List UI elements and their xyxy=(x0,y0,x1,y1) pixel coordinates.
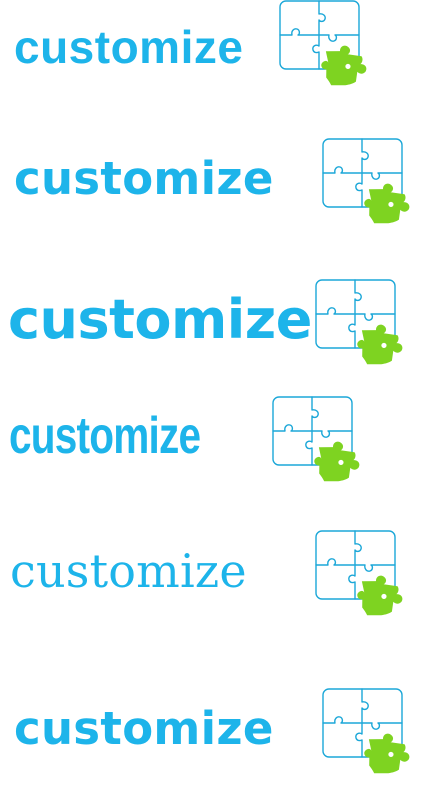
puzzle-pieces-icon xyxy=(315,279,423,379)
puzzle-pieces-icon xyxy=(279,0,389,100)
customize-wordmark: customize xyxy=(14,21,244,73)
puzzle-pieces-icon xyxy=(272,396,382,496)
logo-variant-5: customize xyxy=(0,530,423,625)
logo-variant-2: customize xyxy=(0,138,423,233)
customize-wordmark: customize xyxy=(9,407,201,465)
logo-variant-6: customize xyxy=(0,688,423,780)
logo-variant-4: customize xyxy=(0,396,423,491)
logo-variant-3: customize xyxy=(0,279,423,374)
customize-wordmark: customize xyxy=(8,288,312,351)
customize-wordmark: customize xyxy=(14,152,274,205)
puzzle-pieces-icon xyxy=(315,530,423,630)
puzzle-pieces-icon xyxy=(322,138,423,238)
logo-variant-1: customize xyxy=(0,0,423,100)
puzzle-pieces-icon xyxy=(322,688,423,788)
customize-wordmark: customize xyxy=(14,702,274,755)
customize-wordmark: customize xyxy=(10,544,247,598)
